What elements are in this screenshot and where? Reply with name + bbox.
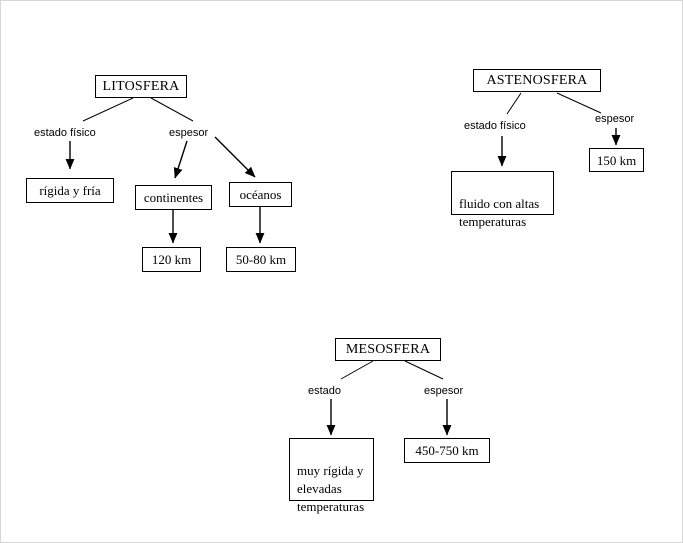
node-50-80-km[interactable]: 50-80 km (226, 247, 296, 272)
edge-label-astenosfera-espesor: espesor (595, 113, 635, 125)
node-label: MESOSFERA (345, 341, 431, 357)
arrow-litosfera-espesor-to-oceanos (214, 136, 256, 178)
connector-litosfera-espesor (150, 97, 194, 122)
node-label: rígida y fría (39, 183, 101, 198)
node-label: continentes (143, 190, 204, 205)
edge-label-mesosfera-espesor: espesor (424, 385, 464, 397)
edge-label-litosfera-espesor: espesor (169, 127, 209, 139)
edge-label-mesosfera-estado: estado (308, 385, 342, 397)
node-label: muy rígida y elevadas temperaturas (297, 463, 365, 514)
edge-label-litosfera-estado-fisico: estado físico (34, 127, 96, 139)
node-label: ASTENOSFERA (486, 72, 588, 88)
node-label: 450-750 km (415, 443, 479, 458)
node-continentes[interactable]: continentes (135, 185, 212, 210)
connector-litosfera-estado-fisico (82, 97, 134, 122)
node-mesosfera-root[interactable]: MESOSFERA (335, 338, 441, 361)
node-rigida-y-fria[interactable]: rígida y fría (26, 178, 114, 203)
node-label: 120 km (151, 252, 192, 267)
connector-astenosfera-espesor (556, 92, 602, 114)
connector-mesosfera-estado (340, 360, 374, 380)
node-450-750-km[interactable]: 450-750 km (404, 438, 490, 463)
node-label: LITOSFERA (102, 78, 180, 94)
node-muy-rigida-elevadas-temperaturas[interactable]: muy rígida y elevadas temperaturas (289, 438, 374, 514)
node-label: 150 km (596, 152, 637, 168)
node-120-km[interactable]: 120 km (142, 247, 201, 272)
node-label: 50-80 km (235, 252, 287, 267)
connector-astenosfera-estado-fisico (506, 92, 522, 115)
node-litosfera-root[interactable]: LITOSFERA (95, 75, 187, 98)
connector-mesosfera-espesor (404, 360, 444, 380)
arrow-litosfera-espesor-to-continentes (173, 140, 188, 179)
node-label: fluido con altas temperaturas (459, 196, 540, 229)
node-oceanos[interactable]: océanos (229, 182, 292, 207)
node-fluido-con-altas-temperaturas[interactable]: fluido con altas temperaturas (451, 171, 554, 229)
node-astenosfera-root[interactable]: ASTENOSFERA (473, 69, 601, 92)
node-label: océanos (239, 187, 282, 202)
edge-label-astenosfera-estado-fisico: estado físico (464, 120, 526, 132)
node-150-km[interactable]: 150 km (589, 148, 644, 172)
